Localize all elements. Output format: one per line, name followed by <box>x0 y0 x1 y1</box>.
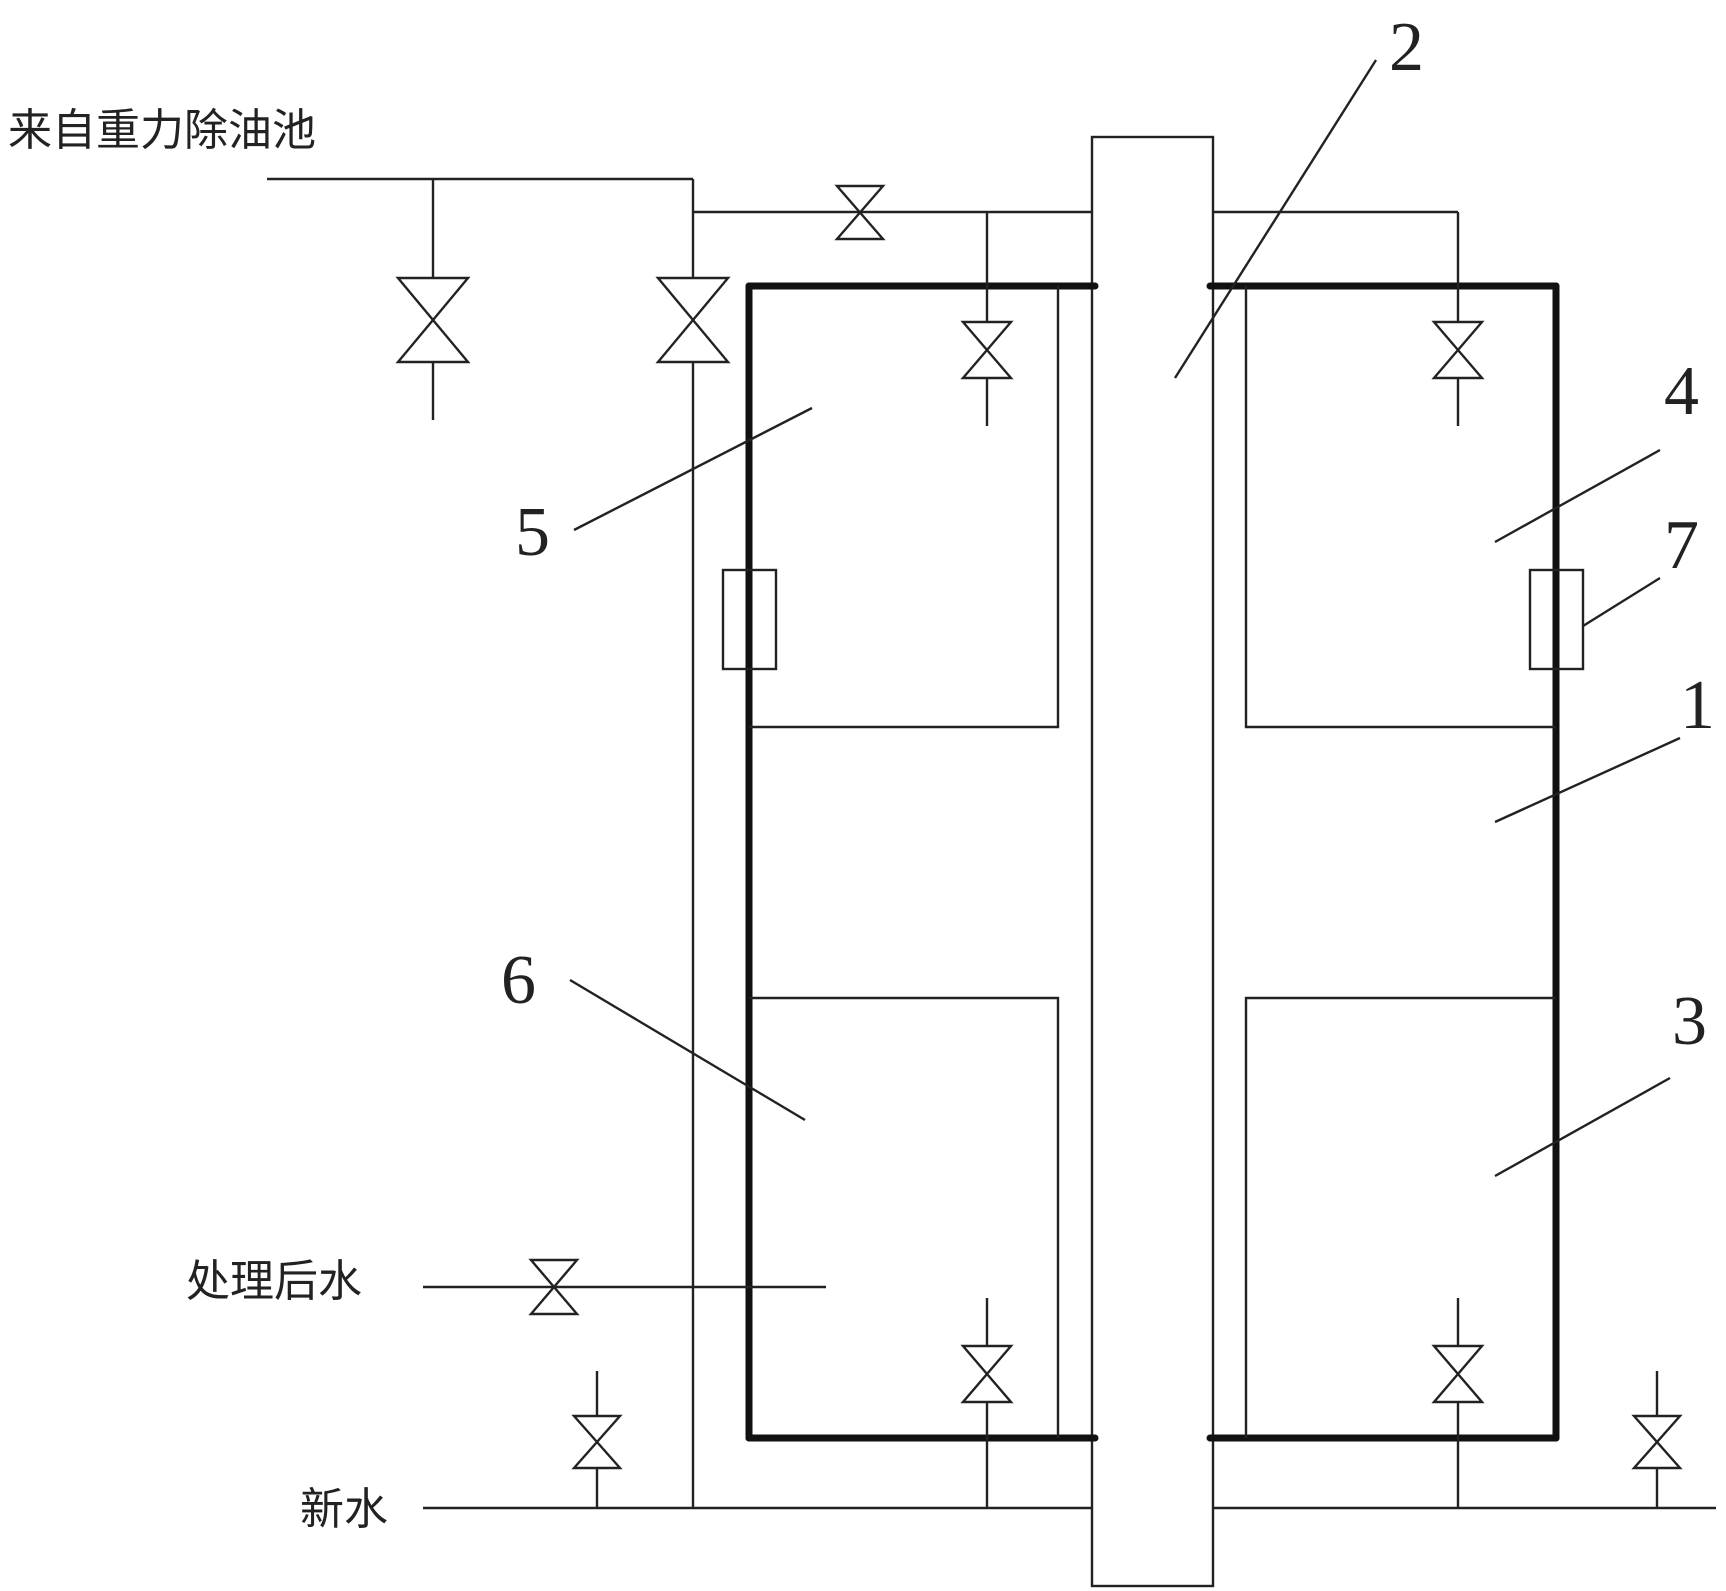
valve-icon <box>655 276 731 364</box>
side-window-right <box>1528 568 1585 671</box>
treated-water-label: 处理后水 <box>186 1256 362 1307</box>
part-number-3: 3 <box>1672 983 1707 1060</box>
valve-icon <box>528 1258 580 1316</box>
part-number-2: 2 <box>1389 9 1424 86</box>
fresh-water-piping <box>423 1298 1716 1510</box>
compartment-3 <box>1244 996 1556 1438</box>
part-number-5: 5 <box>515 494 550 571</box>
valve-icon <box>1431 1344 1485 1404</box>
fresh-water-label: 新水 <box>300 1484 388 1535</box>
part-number-7: 7 <box>1664 507 1699 584</box>
valve-icon <box>1431 320 1485 380</box>
main-vessel <box>745 282 1560 1442</box>
side-window-left <box>721 568 778 671</box>
leader-lines <box>569 59 1681 1178</box>
part-number-6: 6 <box>501 942 536 1019</box>
valve-icon <box>834 184 886 241</box>
central-column <box>1090 135 1215 1588</box>
inlet-label: 来自重力除油池 <box>8 105 316 156</box>
compartment-5 <box>749 286 1060 729</box>
valve-icon <box>960 1344 1014 1404</box>
part-number-1: 1 <box>1680 667 1715 744</box>
valve-icon <box>571 1414 623 1470</box>
valve-icon <box>1631 1414 1683 1470</box>
inlet-piping <box>267 177 1460 1508</box>
part-number-4: 4 <box>1664 353 1699 430</box>
compartment-4 <box>1244 286 1556 729</box>
valve-icon <box>960 320 1014 380</box>
valve-icon <box>395 276 471 364</box>
compartment-6 <box>749 996 1060 1438</box>
